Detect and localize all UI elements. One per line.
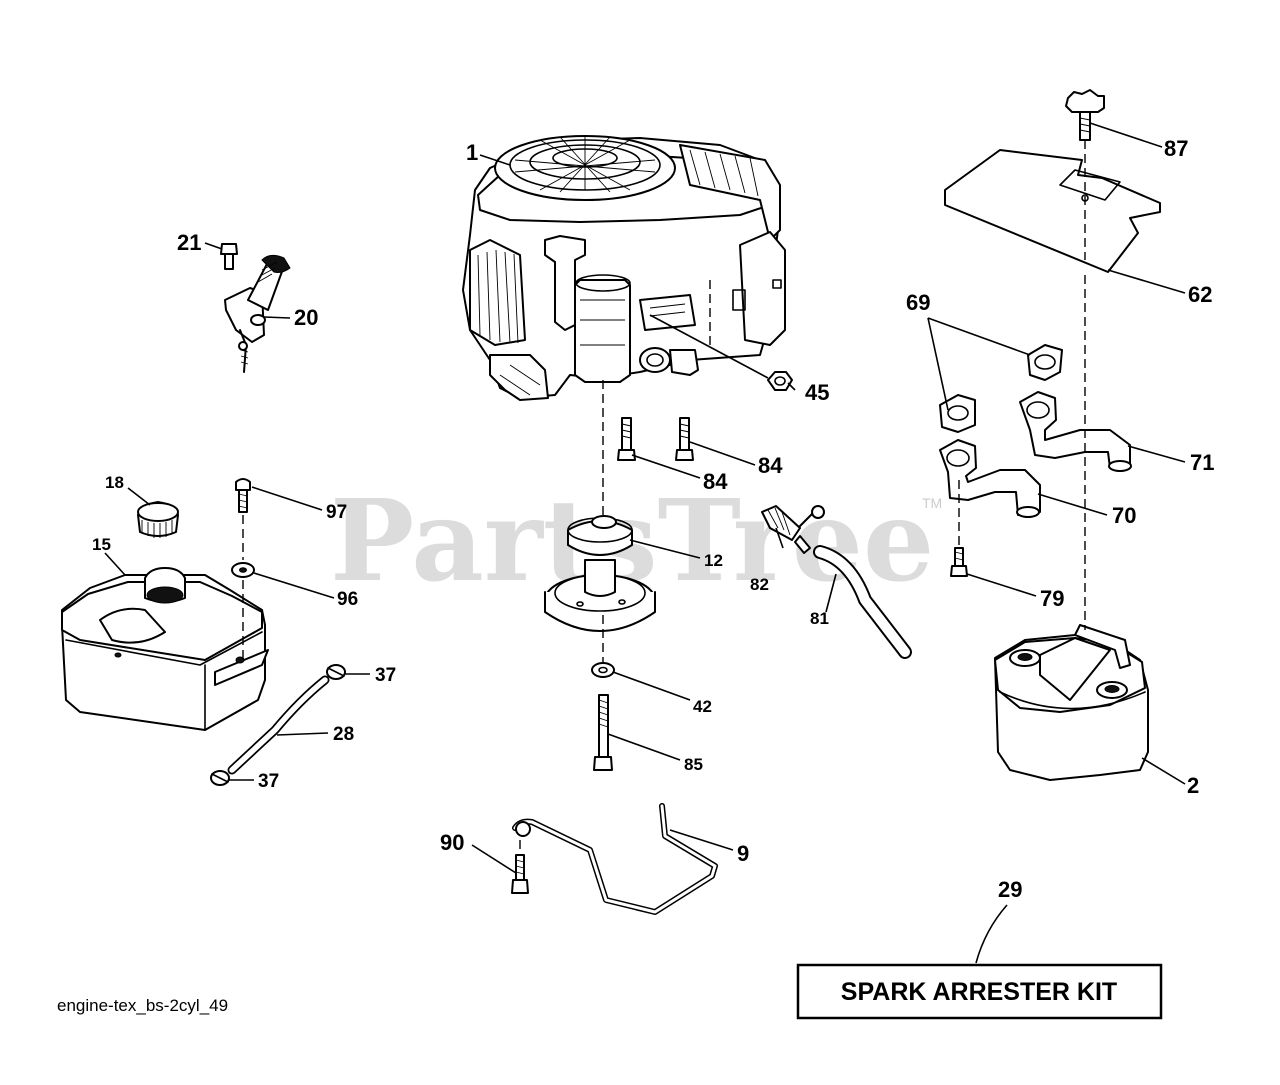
callout-82: 82 [750, 575, 769, 594]
bolt-85[interactable] [593, 694, 613, 771]
clamp-37-bottom[interactable] [210, 770, 230, 786]
clamp-37-top[interactable] [326, 664, 346, 680]
callout-79: 79 [1040, 586, 1064, 611]
callout-9: 9 [737, 841, 749, 866]
callout-96: 96 [337, 589, 358, 610]
fuel-tank-15[interactable] [61, 567, 269, 731]
callout-81: 81 [810, 609, 829, 628]
pulley-12[interactable] [544, 515, 656, 632]
gasket-69-a[interactable] [1027, 344, 1063, 381]
callout-69: 69 [906, 290, 930, 315]
muffler-2[interactable] [994, 624, 1149, 781]
callout-90: 90 [440, 830, 464, 855]
callout-15: 15 [92, 535, 111, 554]
washer-42[interactable] [591, 662, 615, 678]
fuel-line-28[interactable] [227, 675, 330, 775]
callout-84-right: 84 [758, 453, 783, 478]
callout-87: 87 [1164, 136, 1188, 161]
callout-21: 21 [177, 230, 201, 255]
callout-45: 45 [805, 380, 829, 405]
callout-85: 85 [684, 755, 703, 774]
callout-18: 18 [105, 473, 124, 492]
bolt-90[interactable] [511, 854, 529, 894]
exhaust-pipe-70[interactable] [939, 439, 1041, 518]
watermark-trademark: TM [922, 495, 942, 511]
diagram-code: engine-tex_bs-2cyl_49 [57, 996, 228, 1015]
callout-70: 70 [1112, 503, 1136, 528]
gasket-69-b[interactable] [939, 394, 976, 433]
bolt-84-right[interactable] [675, 417, 694, 461]
callout-28: 28 [333, 724, 354, 745]
callout-1: 1 [466, 140, 478, 165]
callout-29: 29 [998, 877, 1022, 902]
nut-45[interactable] [767, 371, 793, 391]
fitting-82[interactable] [761, 505, 825, 554]
heat-shield-62[interactable] [944, 149, 1161, 273]
callout-71: 71 [1190, 450, 1214, 475]
engine-assembly[interactable] [462, 135, 786, 401]
bolt-21[interactable] [220, 243, 238, 270]
spark-arrester-kit-label: SPARK ARRESTER KIT [841, 978, 1117, 1006]
callout-12: 12 [704, 551, 723, 570]
callout-62: 62 [1188, 282, 1212, 307]
callout-97: 97 [326, 502, 347, 523]
fuel-cap-18[interactable] [137, 501, 179, 538]
knob-87[interactable] [1065, 89, 1105, 141]
bolt-84-left[interactable] [617, 417, 636, 461]
callout-20: 20 [294, 305, 318, 330]
callout-37-top: 37 [375, 665, 396, 686]
callout-42: 42 [693, 697, 712, 716]
bracket-9[interactable] [512, 803, 718, 915]
hose-81[interactable] [813, 545, 912, 659]
callout-2: 2 [1187, 773, 1199, 798]
exhaust-pipe-71[interactable] [1019, 391, 1132, 472]
spark-arrester-kit-box[interactable]: SPARK ARRESTER KIT [796, 963, 1163, 1020]
throttle-control-20[interactable] [224, 254, 291, 373]
washer-96[interactable] [231, 562, 255, 578]
callout-84-left: 84 [703, 469, 728, 494]
callout-37-bottom: 37 [258, 771, 279, 792]
screw-97[interactable] [235, 478, 251, 513]
bolt-79[interactable] [950, 547, 968, 577]
